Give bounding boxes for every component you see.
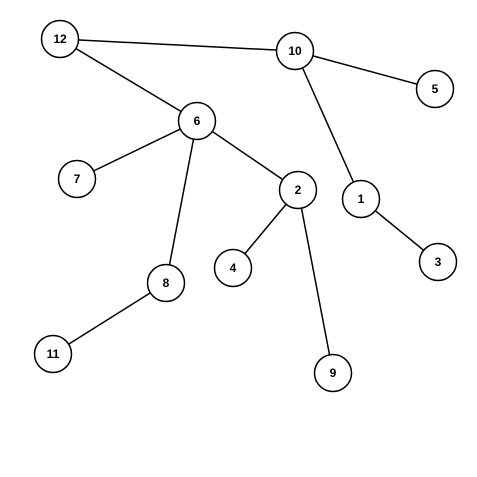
node-label-3: 3 [435,255,442,269]
nodes-layer: 12 10 5 6 7 2 1 4 3 8 11 9 [33,19,458,393]
node-12: 12 [40,19,80,59]
edge-6-7 [76,120,198,180]
node-circle-9 [313,353,353,393]
node-circle-1 [341,179,381,219]
node-circle-12 [40,19,80,59]
edge-12-10 [59,38,296,52]
node-7: 7 [57,159,97,199]
edge-2-9 [297,189,334,374]
node-circle-4 [213,248,253,288]
node-label-9: 9 [330,366,337,380]
node-4: 4 [213,248,253,288]
node-8: 8 [146,263,186,303]
edges-layer [52,38,439,374]
edge-10-5 [294,50,436,90]
node-label-1: 1 [358,192,365,206]
edge-10-1 [294,50,362,200]
node-9: 9 [313,353,353,393]
node-circle-3 [418,242,458,282]
node-11: 11 [33,334,73,374]
node-6: 6 [177,101,217,141]
edge-8-11 [52,282,167,355]
node-5: 5 [415,69,455,109]
node-2: 2 [278,170,318,210]
node-label-10: 10 [288,44,302,58]
node-circle-11 [33,334,73,374]
edge-6-2 [196,120,299,191]
node-circle-8 [146,263,186,303]
node-circle-6 [177,101,217,141]
node-label-4: 4 [230,261,237,275]
node-label-2: 2 [295,183,302,197]
edge-6-8 [165,120,198,284]
node-10: 10 [275,31,315,71]
node-1: 1 [341,179,381,219]
node-label-6: 6 [194,114,201,128]
node-label-12: 12 [53,32,67,46]
node-label-8: 8 [163,276,170,290]
node-circle-10 [275,31,315,71]
edge-12-6 [59,38,198,122]
node-circle-7 [57,159,97,199]
node-3: 3 [418,242,458,282]
node-label-5: 5 [432,82,439,96]
node-label-7: 7 [74,172,81,186]
node-circle-5 [415,69,455,109]
node-label-11: 11 [47,347,60,361]
node-circle-2 [278,170,318,210]
